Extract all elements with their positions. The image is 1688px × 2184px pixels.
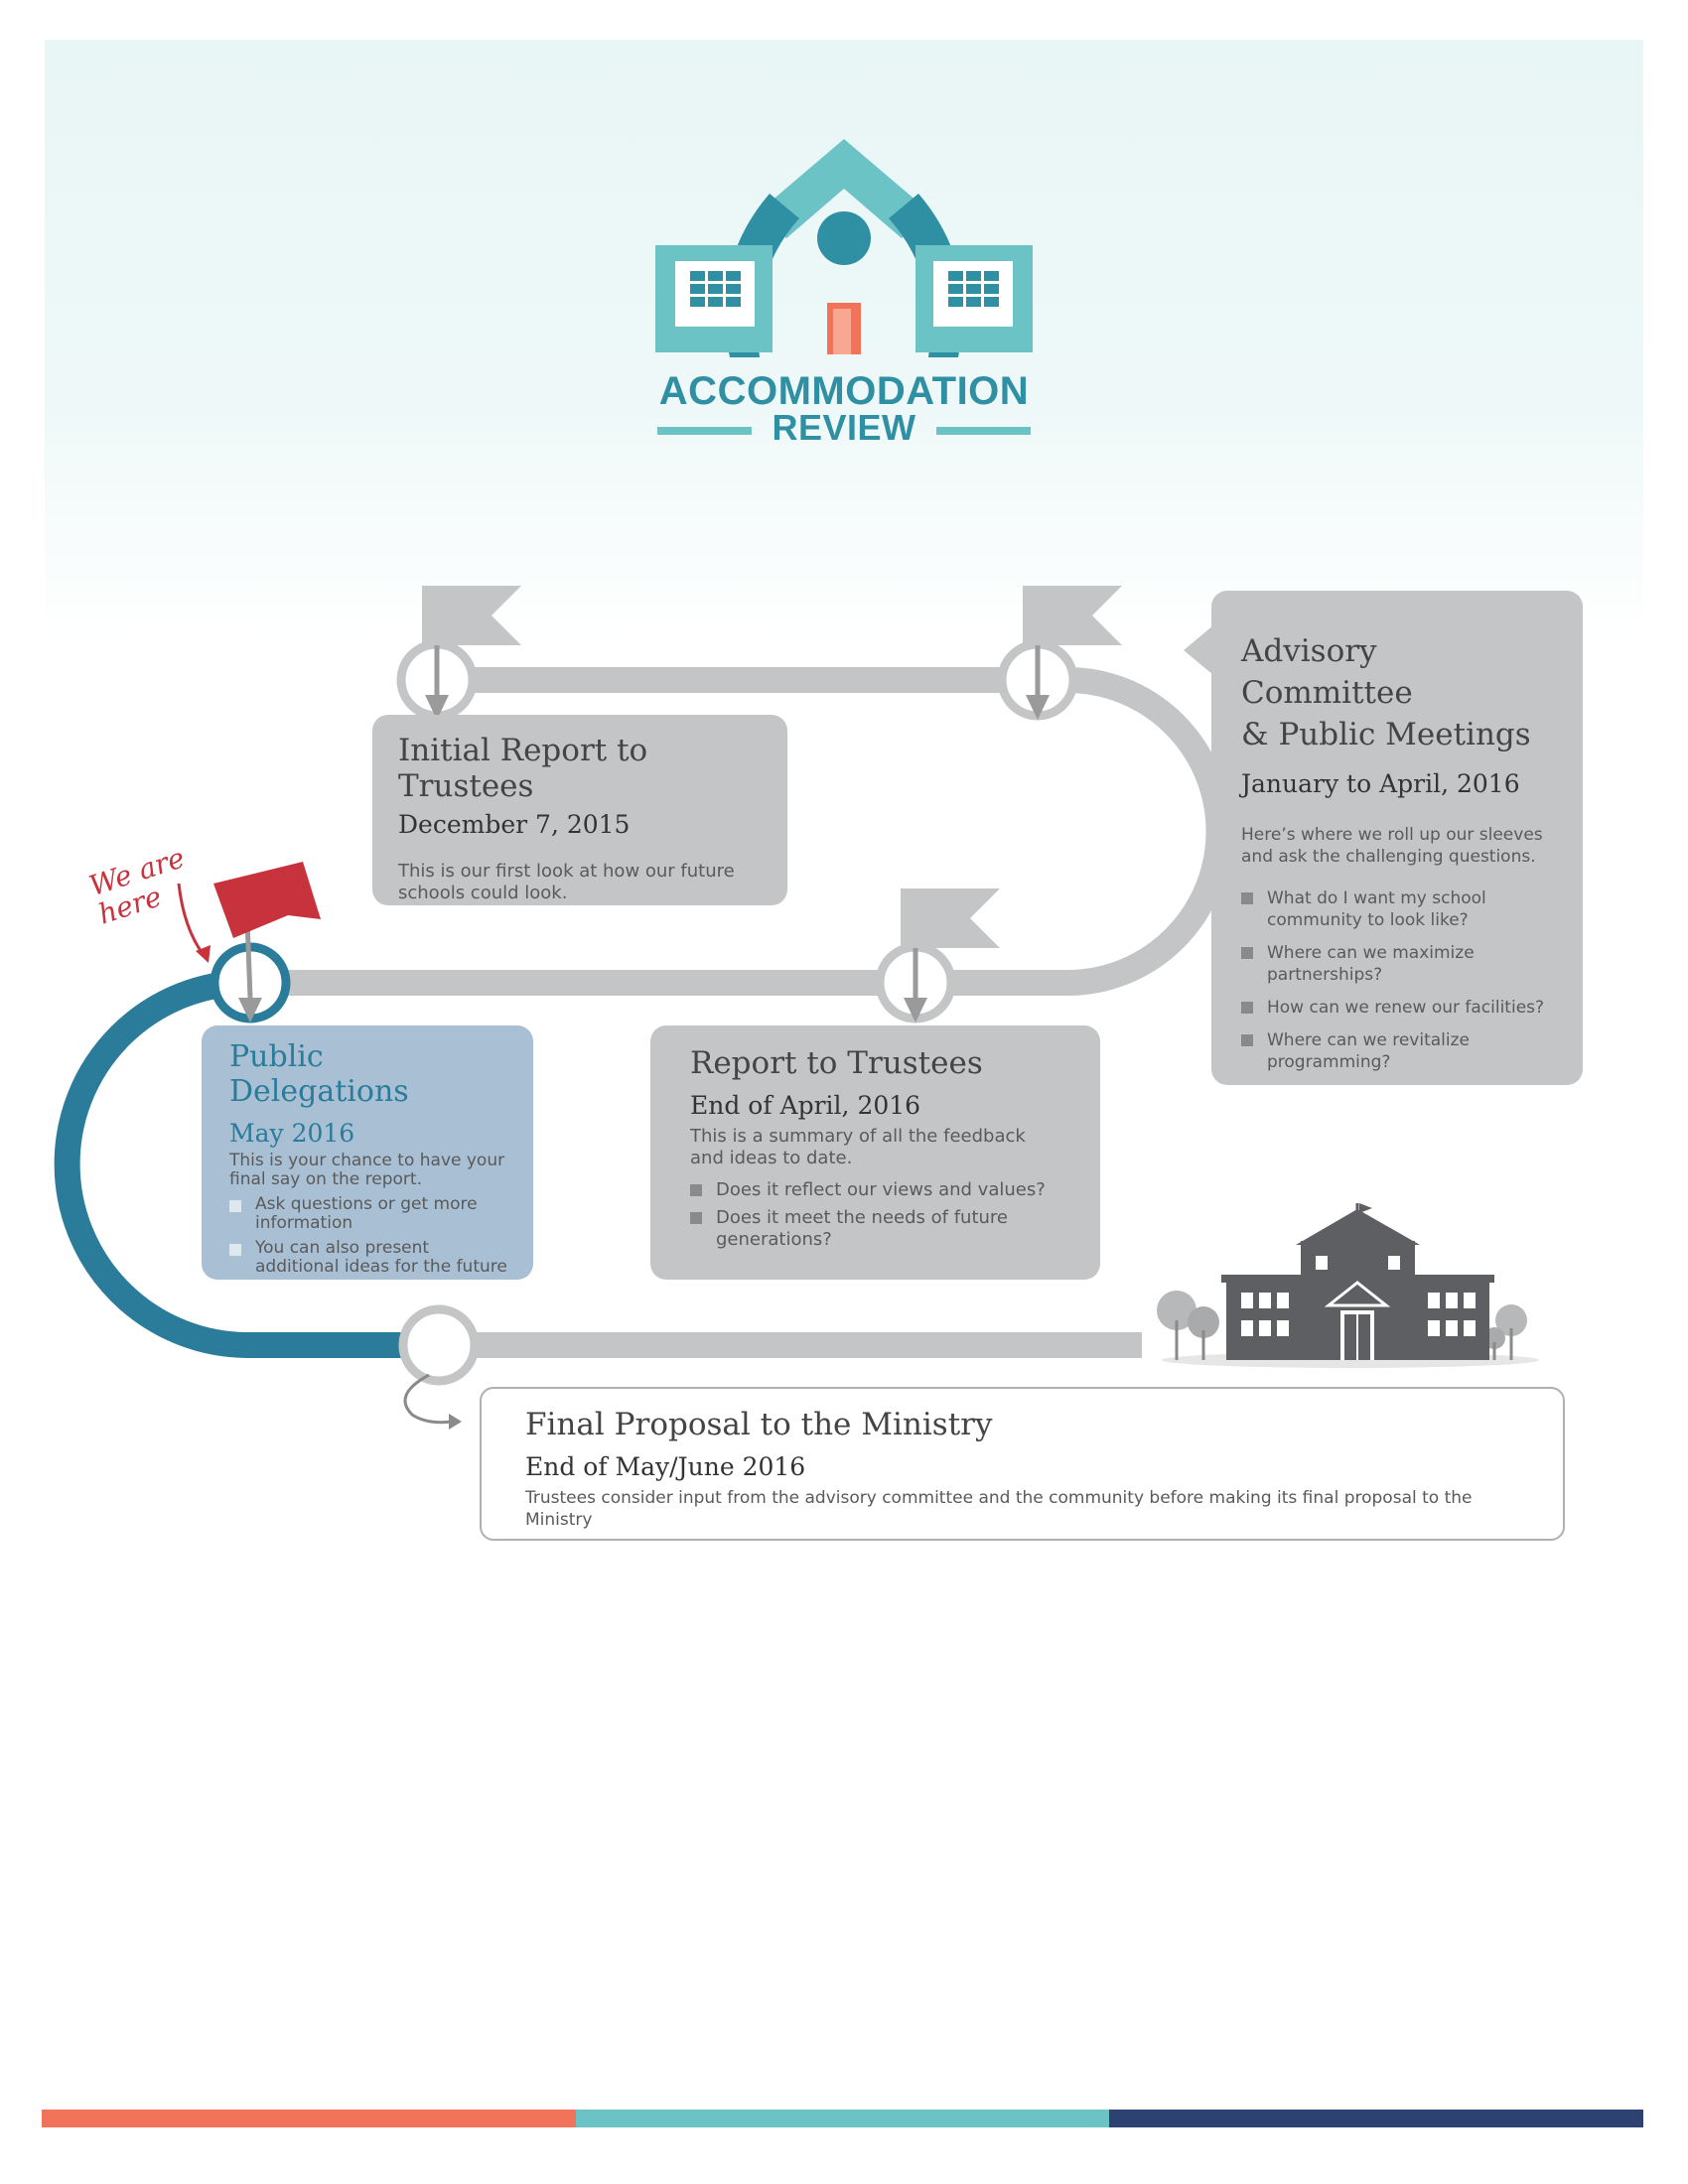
list-item: Ask questions or get more information xyxy=(229,1195,509,1233)
footer-bar-navy xyxy=(1109,2110,1643,2127)
advisory-question-list: What do I want my school community to lo… xyxy=(1241,887,1557,1073)
report-question-list: Does it reflect our views and values? Do… xyxy=(690,1179,1060,1251)
report-to-trustees-card: Report to Trustees End of April, 2016 Th… xyxy=(650,1025,1100,1280)
logo-rule-left xyxy=(657,427,752,435)
logo-rule-right xyxy=(936,427,1031,435)
delegations-description: This is your chance to have your final s… xyxy=(229,1151,505,1189)
final-proposal-description: Trustees consider input from the advisor… xyxy=(525,1488,1473,1530)
advisory-date: January to April, 2016 xyxy=(1241,769,1520,798)
flag-icon xyxy=(1023,586,1122,720)
advisory-title-line1: Advisory Committee xyxy=(1241,633,1413,711)
report-description: This is a summary of all the feedback an… xyxy=(690,1126,1026,1168)
logo-subtitle: REVIEW xyxy=(772,407,916,448)
final-proposal-date: End of May/June 2016 xyxy=(525,1452,806,1481)
initial-report-date: December 7, 2015 xyxy=(398,810,631,839)
initial-report-card: Initial Report to Trustees December 7, 2… xyxy=(372,715,787,905)
final-proposal-title: Final Proposal to the Ministry xyxy=(525,1407,993,1442)
delegations-date: May 2016 xyxy=(229,1119,355,1148)
report-title: Report to Trustees xyxy=(690,1045,983,1081)
school-building-icon xyxy=(1157,1203,1539,1368)
flag-icon xyxy=(901,888,1000,1023)
initial-report-description: This is our first look at how our future… xyxy=(398,861,735,903)
initial-report-title: Initial Report to Trustees xyxy=(398,733,648,804)
list-item: Does it reflect our views and values? xyxy=(690,1179,1060,1201)
current-stage-flag-icon xyxy=(213,862,321,1023)
final-proposal-card: Final Proposal to the Ministry End of Ma… xyxy=(480,1387,1565,1541)
advisory-bubble-pointer xyxy=(1184,625,1213,675)
advisory-description: Here’s where we roll up our sleeves and … xyxy=(1241,825,1543,867)
school-logo-icon xyxy=(655,139,1033,357)
delegations-title: Public Delegations xyxy=(229,1039,409,1109)
list-item: Does it meet the needs of future generat… xyxy=(690,1207,1060,1251)
advisory-committee-card: Advisory Committee & Public Meetings Jan… xyxy=(1211,591,1583,1085)
flag-icon xyxy=(422,586,521,720)
report-date: End of April, 2016 xyxy=(690,1091,921,1120)
logo-title: ACCOMMODATION xyxy=(658,369,1030,413)
footer-bar-orange xyxy=(42,2110,576,2127)
list-item: You can also present additional ideas fo… xyxy=(229,1239,509,1277)
list-item: Where can we revitalize programming? xyxy=(1241,1029,1557,1073)
list-item: What do I want my school community to lo… xyxy=(1241,887,1557,931)
public-delegations-card: Public Delegations May 2016 This is your… xyxy=(202,1025,533,1280)
advisory-title-line2: & Public Meetings xyxy=(1241,717,1531,752)
list-item: Where can we maximize partnerships? xyxy=(1241,942,1557,986)
list-item: How can we renew our facilities? xyxy=(1241,997,1557,1019)
footer-bar-teal xyxy=(576,2110,1109,2127)
delegations-list: Ask questions or get more information Yo… xyxy=(229,1195,509,1277)
